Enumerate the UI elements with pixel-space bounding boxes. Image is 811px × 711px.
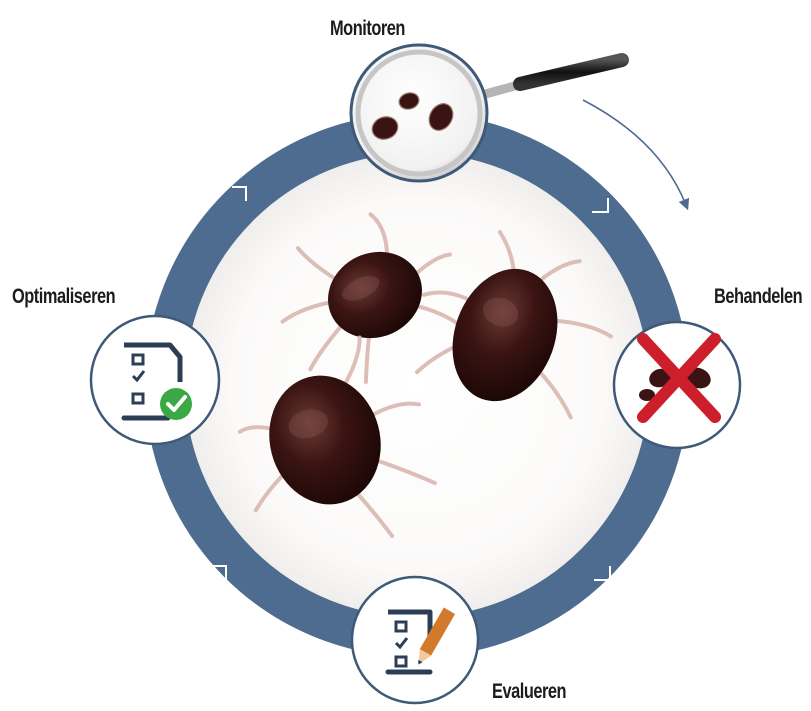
step-label-behandelen: Behandelen [714, 285, 802, 309]
checklist-checkmark-icon [91, 316, 219, 444]
step-label-evalueren: Evalueren [492, 680, 566, 704]
center-disc [185, 153, 649, 617]
step-label-monitoren: Monitoren [330, 17, 405, 41]
checklist-pencil-icon [352, 577, 478, 703]
step-label-optimaliseren: Optimaliseren [12, 285, 115, 309]
crossed-out-mites-icon [614, 322, 740, 448]
